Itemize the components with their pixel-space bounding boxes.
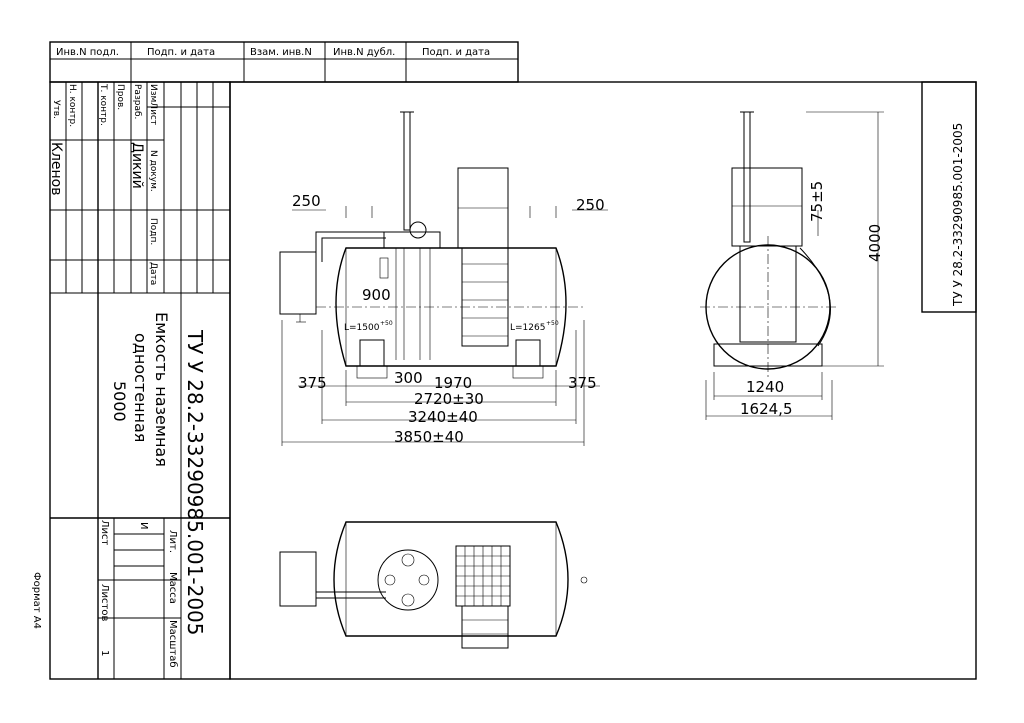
top-inv-dubl: Инв.N дубл. xyxy=(333,47,395,58)
front-view: 250 250 900 L=1500 +50 L=1265 +50 375 30… xyxy=(279,111,608,446)
dim-4000: 4000 xyxy=(866,224,884,262)
corner-code: ТУ У 28.2-33290985.001-2005 xyxy=(951,123,965,307)
top-vzam-inv: Взам. инв.N xyxy=(250,47,312,58)
top-podp-data-2: Подп. и дата xyxy=(422,47,490,58)
dim-250-right: 250 xyxy=(576,196,605,214)
stamp-n-kontr: Н. контр. xyxy=(67,84,77,127)
title-i-mark: И xyxy=(138,522,149,529)
ladder-side xyxy=(731,167,803,247)
manhole-plan xyxy=(377,549,439,611)
stamp-razrab-name: Дикий xyxy=(129,142,145,189)
stamp-razrab: Разраб. xyxy=(132,84,142,119)
title-name-line1: Емкость наземная xyxy=(152,312,171,467)
stamp-izm-list: ИзмЛист xyxy=(148,84,158,125)
format-label: Формат А4 xyxy=(31,572,42,629)
dim-l1265: L=1265 xyxy=(510,323,545,333)
plan-view xyxy=(279,521,588,649)
stamp-t-kontr: Т. контр. xyxy=(98,83,108,126)
side-cabinet xyxy=(279,251,317,315)
stamp-podp: Подп. xyxy=(148,218,158,245)
title-block: ТУ У 28.2-33290985.001-2005 Емкость назе… xyxy=(50,293,230,679)
dim-l1500-tol: +50 xyxy=(380,320,393,327)
dim-1970: 1970 xyxy=(434,374,472,392)
dim-900: 900 xyxy=(362,286,391,304)
title-list: Лист xyxy=(99,520,110,546)
dim-3850: 3850±40 xyxy=(394,428,464,446)
title-massa: Масса xyxy=(167,572,178,604)
dim-75: 75±5 xyxy=(808,181,826,222)
main-frame xyxy=(229,81,977,680)
title-listov: Листов xyxy=(99,584,110,621)
top-inv-podl: Инв.N подл. xyxy=(56,47,119,58)
stamp-n-dokum: N докум. xyxy=(148,150,158,192)
top-strip: Инв.N подл. Подп. и дата Взам. инв.N Инв… xyxy=(49,41,519,83)
dim-375-right: 375 xyxy=(568,374,597,392)
stamp-data: Дата xyxy=(148,262,158,285)
vent-pipe-front xyxy=(403,111,411,231)
title-name-line3: 5000 xyxy=(110,381,129,422)
dim-300: 300 xyxy=(394,369,423,387)
corner-code-box: ТУ У 28.2-33290985.001-2005 xyxy=(921,81,977,313)
dim-3240: 3240±40 xyxy=(408,408,478,426)
stamp-utv: Утв. xyxy=(51,100,61,119)
changes-table: ИзмЛист Разраб. Пров. Т. контр. Н. контр… xyxy=(48,82,230,294)
tank-body-plan xyxy=(333,521,569,637)
dim-1624: 1624,5 xyxy=(740,400,793,418)
title-lit: Лит. xyxy=(167,530,178,553)
vent-pipe-side xyxy=(743,111,751,243)
dim-1240: 1240 xyxy=(746,378,784,396)
top-podp-data-1: Подп. и дата xyxy=(147,47,215,58)
title-listov-value: 1 xyxy=(99,650,110,656)
dim-375-left: 375 xyxy=(298,374,327,392)
title-masshtab: Масштаб xyxy=(167,620,178,668)
dim-l1265-tol: +50 xyxy=(546,320,559,327)
dim-l1500: L=1500 xyxy=(344,323,380,333)
side-view: 75±5 4000 1240 1624,5 xyxy=(700,111,884,420)
stamp-prov: Пров. xyxy=(115,84,125,110)
title-designation: ТУ У 28.2-33290985.001-2005 xyxy=(183,329,207,636)
stamp-utv-name: Кленов xyxy=(48,142,64,195)
title-name-line2: одностенная xyxy=(131,333,150,442)
dim-250-left: 250 xyxy=(292,192,321,210)
dim-2720: 2720±30 xyxy=(414,390,484,408)
